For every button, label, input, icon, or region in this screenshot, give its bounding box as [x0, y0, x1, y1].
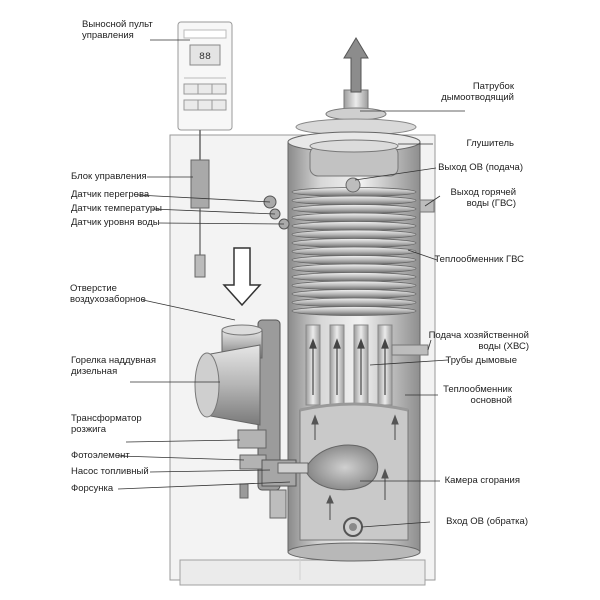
panel-button-2 — [197, 83, 213, 95]
label-cold-water-inlet-line2: воды (ХВС) — [478, 341, 529, 352]
label-temp-sensor: Датчик температуры — [71, 203, 162, 214]
label-main-exchanger-line2: основной — [470, 395, 512, 406]
label-ignition-transformer-line2: розжига — [71, 424, 107, 435]
flame — [304, 444, 379, 491]
coil-turn — [291, 255, 417, 265]
coil-turn — [291, 246, 417, 257]
label-ignition-transformer: Трансформатор розжига — [71, 413, 142, 435]
label-overheat-sensor: Датчик перегрева — [71, 189, 150, 200]
panel-button-1 — [183, 83, 199, 95]
label-main-exchanger: Теплообменник основной — [443, 384, 512, 406]
label-remote-panel-line2: управления — [82, 30, 134, 41]
label-flue-tubes: Трубы дымовые — [445, 355, 517, 366]
side-pipes — [345, 177, 435, 356]
label-fuel-pump: Насос топливный — [71, 466, 149, 477]
label-air-intake-line1: Отверстие — [70, 283, 117, 294]
label-cold-water-inlet: Подача хозяйственной воды (ХВС) — [429, 330, 529, 352]
label-combustion-chamber: Камера сгорания — [444, 475, 520, 486]
label-remote-panel-line1: Выносной пульт — [82, 19, 153, 30]
label-ignition-transformer-line1: Трансформатор — [71, 413, 142, 424]
leader-lines — [117, 39, 465, 528]
label-burner-line1: Горелка наддувная — [71, 355, 156, 366]
exhaust-arrow-icon — [343, 37, 369, 93]
coil-turn — [291, 238, 417, 248]
coil-turn — [291, 263, 417, 274]
label-hot-water-outlet: Выход горячей воды (ГВС) — [451, 187, 516, 209]
flue-tubes — [305, 324, 393, 406]
flue-pipe — [295, 37, 417, 136]
label-dhw-exchanger: Теплообменник ГВС — [434, 254, 524, 265]
label-control-unit: Блок управления — [71, 171, 147, 182]
coil-turn — [291, 212, 417, 223]
label-flue-pipe: Патрубок дымоотводящий — [441, 81, 514, 103]
label-burner-line2: дизельная — [71, 366, 118, 377]
coil-turn — [291, 289, 417, 299]
coil-turn — [291, 272, 417, 282]
label-main-exchanger-line1: Теплообменник — [443, 384, 512, 395]
remote-control-panel[interactable]: 88 — [177, 21, 233, 131]
dhw-coil — [291, 187, 417, 316]
coil-turn — [291, 306, 417, 316]
label-flue-pipe-line2: дымоотводящий — [441, 92, 514, 103]
panel-display — [189, 44, 221, 66]
label-cold-water-inlet-line1: Подача хозяйственной — [428, 330, 529, 341]
label-air-intake: Отверстие воздухозаборное — [70, 283, 146, 305]
combustion-chamber — [299, 402, 409, 541]
coil-turn — [291, 280, 417, 291]
control-unit — [190, 130, 210, 278]
label-muffler: Глушитель — [466, 138, 514, 149]
coil-turn — [291, 221, 417, 231]
label-remote-panel: Выносной пульт управления — [82, 19, 153, 41]
label-nozzle: Форсунка — [71, 483, 114, 494]
label-photocell: Фотоэлемент — [71, 450, 130, 461]
coil-turn — [291, 195, 417, 206]
label-hot-water-outlet-line1: Выход горячей — [450, 187, 516, 198]
coil-turn — [291, 297, 417, 308]
air-intake-arrow-icon — [222, 247, 262, 307]
label-hot-water-outlet-line2: воды (ГВС) — [466, 198, 516, 209]
panel-button-3 — [211, 83, 227, 95]
label-heating-return: Вход ОВ (обратка) — [446, 516, 528, 527]
panel-button-4 — [183, 99, 199, 111]
coil-turn — [291, 204, 417, 214]
burner — [194, 319, 309, 519]
panel-button-5 — [197, 99, 213, 111]
coil-turn — [291, 229, 417, 240]
label-water-level-sensor: Датчик уровня воды — [71, 217, 160, 228]
svg-text:88: 88 — [199, 52, 211, 63]
panel-button-6 — [211, 99, 227, 111]
label-heating-outlet: Выход ОВ (подача) — [438, 162, 523, 173]
label-burner: Горелка наддувная дизельная — [71, 355, 156, 377]
label-flue-pipe-line1: Патрубок — [472, 81, 514, 92]
label-air-intake-line2: воздухозаборное — [70, 294, 146, 305]
